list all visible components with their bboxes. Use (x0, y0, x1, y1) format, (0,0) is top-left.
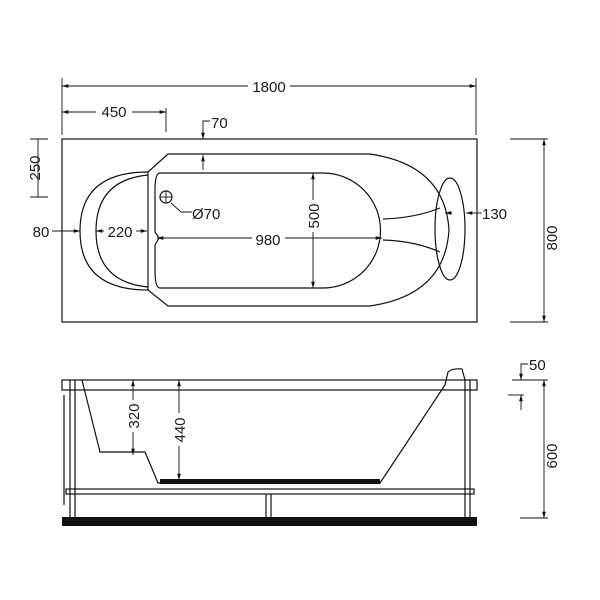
dimension-seat-depth: 320 (126, 380, 143, 455)
base-plate (62, 517, 477, 526)
dimension-headrest-offset: 450 (62, 104, 167, 132)
drain-icon (159, 190, 192, 213)
frame-bar (65, 488, 475, 495)
legs (63, 380, 471, 517)
dimension-rim-thickness: 50 (508, 357, 548, 410)
dimension-bowl-length: 980 (157, 232, 382, 249)
tub-outline-top (61, 138, 478, 323)
dim-label-440: 440 (172, 417, 189, 442)
dimension-pillow-width: 130 (445, 206, 507, 223)
dim-label-320: 320 (126, 403, 143, 428)
dimension-edge-offset: 250 (27, 138, 48, 198)
dim-label-980: 980 (255, 232, 280, 249)
tub-floor (160, 479, 380, 484)
dim-label-600: 600 (544, 443, 561, 468)
dim-label-130: 130 (482, 206, 507, 223)
dimension-rim-width: 70 (201, 115, 228, 170)
dim-label-250: 250 (27, 155, 44, 180)
dimension-end-gap: 80 (33, 224, 80, 241)
pillow (434, 177, 466, 281)
dim-label-500: 500 (306, 203, 323, 228)
dim-label-70: 70 (211, 115, 228, 132)
foot-contour-bottom (382, 239, 441, 253)
dimension-overall-width: 800 (510, 138, 561, 323)
dim-label-450: 450 (101, 104, 126, 121)
tub-profile (81, 368, 466, 484)
tub-rim (147, 153, 450, 307)
dimension-overall-height: 600 (520, 380, 561, 519)
tub-rim-side (61, 379, 478, 391)
dimension-bowl-width: 500 (306, 173, 323, 288)
foot-contour-top (382, 207, 441, 220)
tub-bowl (154, 172, 382, 289)
dim-label-drain: Ø70 (192, 206, 220, 223)
dimension-bath-depth: 440 (172, 380, 189, 480)
dim-label-80: 80 (33, 224, 50, 241)
top-view: 1800 450 70 250 800 (27, 78, 561, 323)
dimension-headrest-depth: 220 (96, 224, 147, 241)
dim-label-800: 800 (544, 225, 561, 250)
dim-label-1800: 1800 (252, 79, 285, 96)
dim-label-50: 50 (529, 357, 546, 374)
dim-label-220: 220 (107, 224, 132, 241)
side-view: 320 440 50 600 (61, 357, 561, 526)
dimension-overall-length: 1800 (61, 78, 477, 135)
